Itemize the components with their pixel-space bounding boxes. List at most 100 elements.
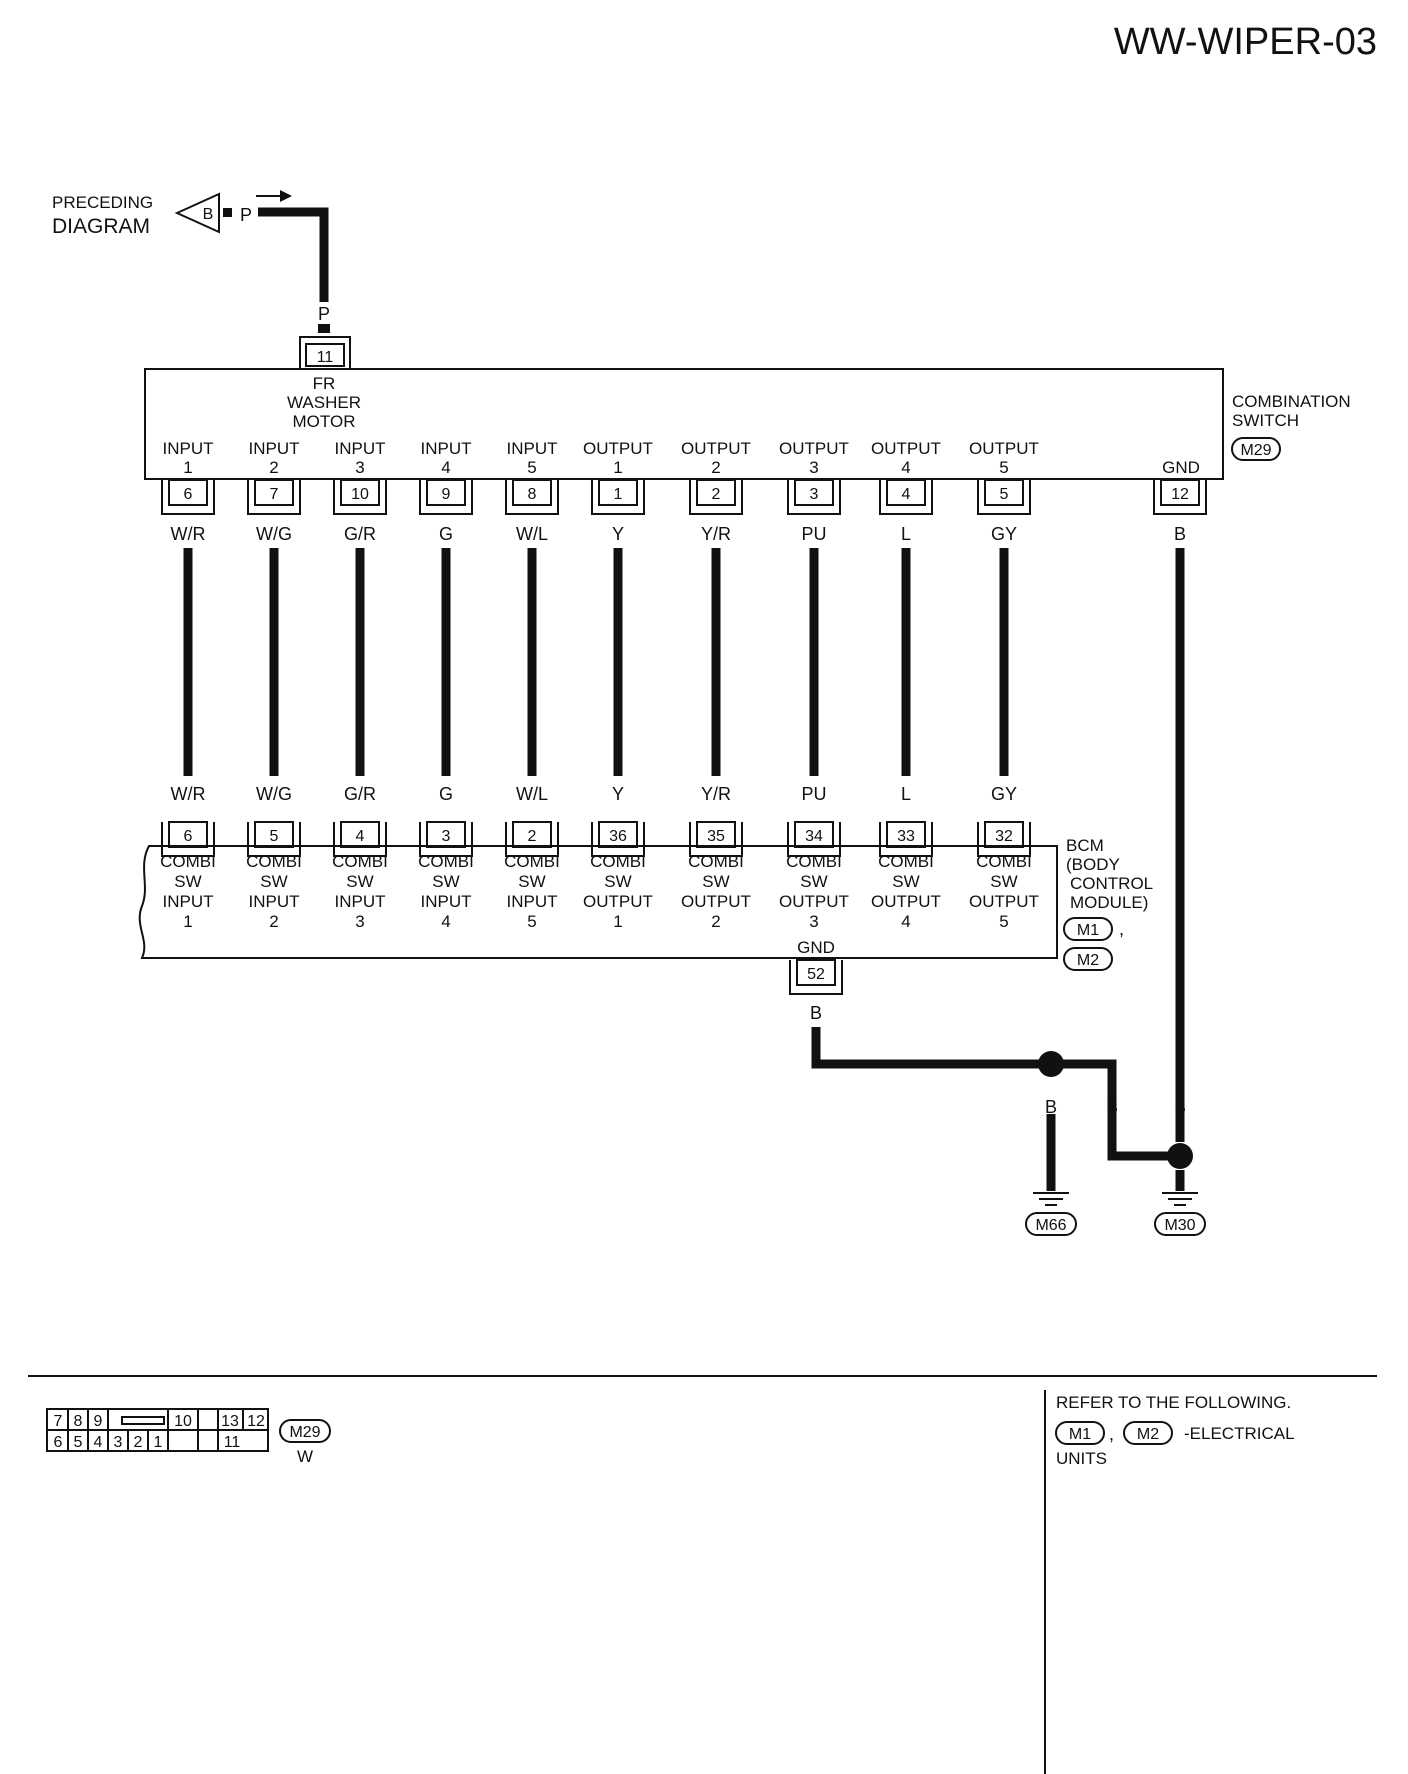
bcm-terminal-label-6-1: COMBI: [590, 852, 646, 871]
bcm-pin-2-number: 5: [270, 828, 279, 845]
switch-pin-4-frame: [419, 480, 473, 515]
bcm-terminal-label-8-4: 3: [809, 912, 818, 931]
bcm-title-4: MODULE): [1070, 893, 1148, 912]
preceding-connector-letter: B: [203, 206, 214, 223]
bcm-terminal-label-4-4: 4: [441, 912, 450, 931]
switch-terminal-label-5: INPUT: [507, 439, 558, 458]
wire-color-bottom-5: W/L: [516, 784, 548, 804]
bcm-terminal-label-10-4: 5: [999, 912, 1008, 931]
bcm-terminal-label-3-1: COMBI: [332, 852, 388, 871]
ground-m66-icon: [1033, 1192, 1069, 1206]
bcm-gnd-wire-color: B: [810, 1003, 822, 1023]
switch-terminal-number-2: 2: [269, 458, 278, 477]
svg-text:1: 1: [154, 1434, 163, 1451]
bcm-terminal-label-9-1: COMBI: [878, 852, 934, 871]
bcm-pin-9-frame: [879, 822, 933, 857]
switch-pin-5-number: 8: [528, 486, 537, 503]
bcm-terminal-label-7-1: COMBI: [688, 852, 744, 871]
switch-pin-5-frame: [505, 480, 559, 515]
svg-text:M1: M1: [1069, 1426, 1091, 1443]
bcm-pin-8-number: 34: [805, 828, 823, 845]
wire-color-top-8: PU: [801, 524, 826, 544]
svg-text:M29: M29: [1240, 442, 1271, 459]
bcm-box: [138, 845, 1058, 959]
bcm-terminal-label-3-4: 3: [355, 912, 364, 931]
bcm-pin-3-number: 4: [356, 828, 365, 845]
switch-terminal-label-2: INPUT: [249, 439, 300, 458]
switch-pin-2-frame: [247, 480, 301, 515]
bcm-title-3: CONTROL: [1070, 874, 1153, 893]
svg-text:M2: M2: [1077, 952, 1099, 969]
bcm-pin-8-frame: [787, 822, 841, 857]
switch-pin-1-body: [168, 479, 208, 506]
washer-pin-number: 11: [317, 349, 334, 366]
bcm-title-2: (BODY: [1066, 855, 1120, 874]
bcm-terminal-label-7-4: 2: [711, 912, 720, 931]
bcm-connector-badge-1: M1: [1063, 917, 1113, 941]
bcm-terminal-label-4-3: INPUT: [421, 892, 472, 911]
bcm-terminal-label-8-2: SW: [800, 872, 827, 891]
bcm-terminal-label-10-3: OUTPUT: [969, 892, 1039, 911]
refer-units-text: UNITS: [1056, 1449, 1107, 1468]
bcm-terminal-label-2-4: 2: [269, 912, 278, 931]
switch-pin-6-frame: [591, 480, 645, 515]
wire-color-bottom-9: L: [901, 784, 911, 804]
svg-text:M29: M29: [289, 1424, 320, 1441]
bcm-terminal-label-5-4: 5: [527, 912, 536, 931]
connector-view-badge: M29: [279, 1419, 331, 1443]
svg-text:4: 4: [94, 1434, 103, 1451]
switch-terminal-number-10: 5: [999, 458, 1008, 477]
bcm-terminal-label-10-1: COMBI: [976, 852, 1032, 871]
bcm-terminal-label-8-3: OUTPUT: [779, 892, 849, 911]
wire-color-bottom-4: G: [439, 784, 453, 804]
washer-feed-wire: [258, 207, 329, 302]
wire-color-top-3: G/R: [344, 524, 376, 544]
switch-gnd-pin-number: 12: [1171, 486, 1189, 503]
wire-color-bottom-8: PU: [801, 784, 826, 804]
wire-color-top-10: GY: [991, 524, 1017, 544]
bcm-terminal-label-9-3: OUTPUT: [871, 892, 941, 911]
wire-color-bottom-6: Y: [612, 784, 624, 804]
switch-gnd-wire-color: B: [1174, 524, 1186, 544]
signal-wires: INPUT16W/RW/R6COMBISWINPUT1INPUT27W/GW/G…: [160, 439, 1207, 931]
bcm-terminal-label-8-1: COMBI: [786, 852, 842, 871]
combination-switch-connector-badge: M29: [1231, 437, 1281, 461]
wire-color-bottom-10: GY: [991, 784, 1017, 804]
bcm-terminal-label-6-2: SW: [604, 872, 631, 891]
switch-terminal-number-7: 2: [711, 458, 720, 477]
connector-view-color: W: [297, 1447, 313, 1466]
svg-text:2: 2: [134, 1434, 143, 1451]
bcm-gnd-pin-number: 52: [807, 966, 825, 983]
refer-separator: ,: [1109, 1424, 1114, 1444]
switch-pin-6-body: [598, 479, 638, 506]
ground-m30-badge: M30: [1154, 1212, 1206, 1236]
bcm-terminal-label-5-3: INPUT: [507, 892, 558, 911]
bcm-pin-10-number: 32: [995, 828, 1013, 845]
bcm-connector-badge-2: M2: [1063, 947, 1113, 971]
bcm-connector-separator: ,: [1119, 919, 1124, 939]
connector-lock-tab: [121, 1416, 165, 1425]
svg-text:M1: M1: [1077, 922, 1099, 939]
bcm-terminal-label-1-4: 1: [183, 912, 192, 931]
bcm-terminal-label-4-2: SW: [432, 872, 459, 891]
bcm-pin-4-number: 3: [442, 828, 451, 845]
wire-color-bottom-2: W/G: [256, 784, 292, 804]
bcm-terminal-label-2-1: COMBI: [246, 852, 302, 871]
bcm-terminal-label-6-4: 1: [613, 912, 622, 931]
svg-text:6: 6: [54, 1434, 63, 1451]
combination-switch-title-1: COMBINATION: [1232, 392, 1351, 411]
switch-pin-4-number: 9: [442, 486, 451, 503]
wire-color-top-1: W/R: [171, 524, 206, 544]
switch-terminal-label-9: OUTPUT: [871, 439, 941, 458]
bcm-gnd-label: GND: [797, 938, 835, 957]
page-title: WW-WIPER-03: [1114, 21, 1377, 63]
svg-text:12: 12: [247, 1413, 265, 1430]
switch-pin-7-body: [696, 479, 736, 506]
wire-color-top-2: W/G: [256, 524, 292, 544]
wire-color-top-4: G: [439, 524, 453, 544]
svg-text:3: 3: [114, 1434, 123, 1451]
bcm-terminal-label-7-2: SW: [702, 872, 729, 891]
bcm-terminal-label-9-2: SW: [892, 872, 919, 891]
switch-pin-2-body: [254, 479, 294, 506]
